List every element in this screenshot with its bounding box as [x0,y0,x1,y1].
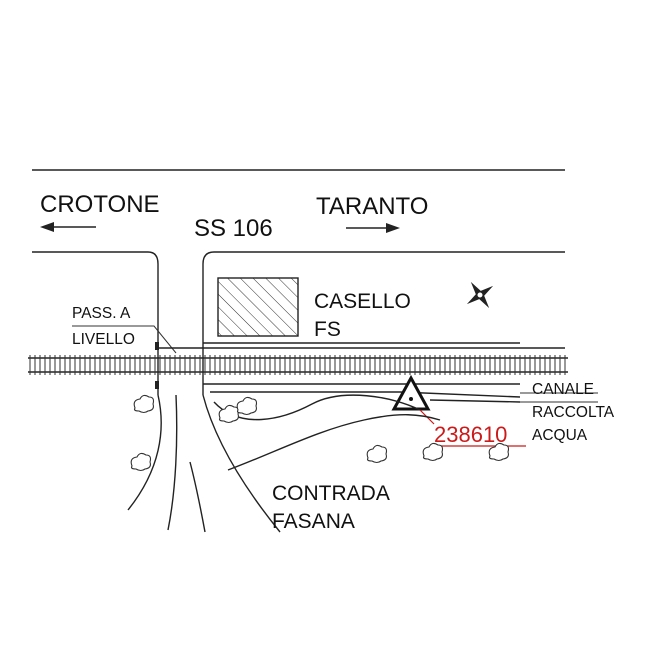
shrub [422,442,444,462]
arrow-left-icon [40,222,96,232]
level-crossing-leader [72,325,177,354]
station-label-line2: FS [314,318,341,341]
shrub [366,444,388,464]
compass-rose-icon [466,281,494,309]
canal-label-line1: CANALE [532,381,594,398]
railway-track [28,355,568,375]
road-south-edge-west [32,251,159,395]
station-label-line1: CASELLO [314,290,411,313]
crossing-gate-north [155,342,159,350]
west-city-label: CROTONE [40,191,160,218]
station-building [217,277,299,337]
canal-upper-edge [210,391,521,398]
shrub [133,394,155,414]
road-south-edge-east [202,251,565,395]
shrub [130,452,152,472]
east-city-label: TARANTO [316,193,428,220]
road-ss106 [32,169,565,395]
arrow-right-icon [346,223,400,233]
district-label-line2: FASANA [272,510,355,533]
road-label: SS 106 [194,215,273,242]
canal-label-line3: ACQUA [532,427,588,444]
shrub [218,404,240,424]
canal-label-line2: RACCOLTA [532,404,615,421]
dirt-tracks [127,394,441,533]
shrub [236,396,258,416]
shrub [488,442,510,462]
vegetation [130,394,510,472]
crossing-gate-south [155,381,159,389]
benchmark-code: 238610 [434,422,507,447]
district-label-line1: CONTRADA [272,482,390,505]
level-crossing-label-line2: LIVELLO [72,331,135,348]
triangle-benchmark-icon [391,374,431,411]
level-crossing-label-line1: PASS. A [72,305,131,322]
canal-lower-edge [429,399,521,403]
